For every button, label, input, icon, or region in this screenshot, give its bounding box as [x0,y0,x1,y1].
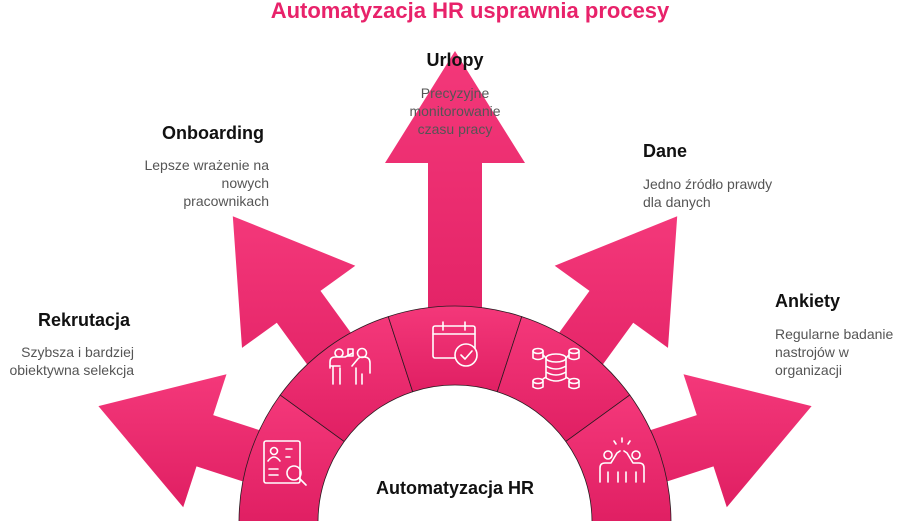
ring-segment-ankiety [565,394,672,521]
item-label: Dane [643,141,688,161]
high-five-icon [599,437,645,483]
center-label: Automatyzacja HR [375,478,535,498]
calendar-check-icon [432,321,478,367]
arrow-urlopy [385,51,525,372]
database-network-icon [532,347,580,390]
desc-line: organizacji [775,362,842,378]
desc-line: Jedno źródło prawdy [643,176,773,192]
desc-line: pracownikach [183,193,269,209]
desc-line: obiektywna selekcja [9,362,134,378]
item-description: Lepsze wrażenie na nowych pracownikach [144,156,269,210]
item-label: Onboarding [162,123,264,143]
desc-line: Precyzyjne [420,85,490,101]
item-description: Szybsza i bardziej obiektywna selekcja [9,343,134,379]
desc-line: Regularne badanie [775,326,894,342]
item-label: Ankiety [775,291,841,311]
desc-line: Szybsza i bardziej [21,344,134,360]
desc-line: dla danych [643,194,711,210]
candidate-search-icon [263,440,307,486]
desc-line: nastrojów w [775,344,849,360]
item-label: Rekrutacja [38,310,131,330]
item-description: Precyzyjne monitorowanie czasu pracy [355,84,555,138]
diagram-title: Automatyzacja HR usprawnia procesy [270,0,670,23]
item-label: Urlopy [426,50,484,70]
desc-line: Lepsze wrażenie na [144,157,269,173]
desc-line: czasu pracy [417,121,493,137]
item-description: Regularne badanie nastrojów w organizacj… [775,325,893,379]
item-description: Jedno źródło prawdy dla danych [643,175,772,211]
desc-line: nowych [221,175,269,191]
presentation-icon [329,347,371,385]
desc-line: monitorowanie [409,103,501,119]
